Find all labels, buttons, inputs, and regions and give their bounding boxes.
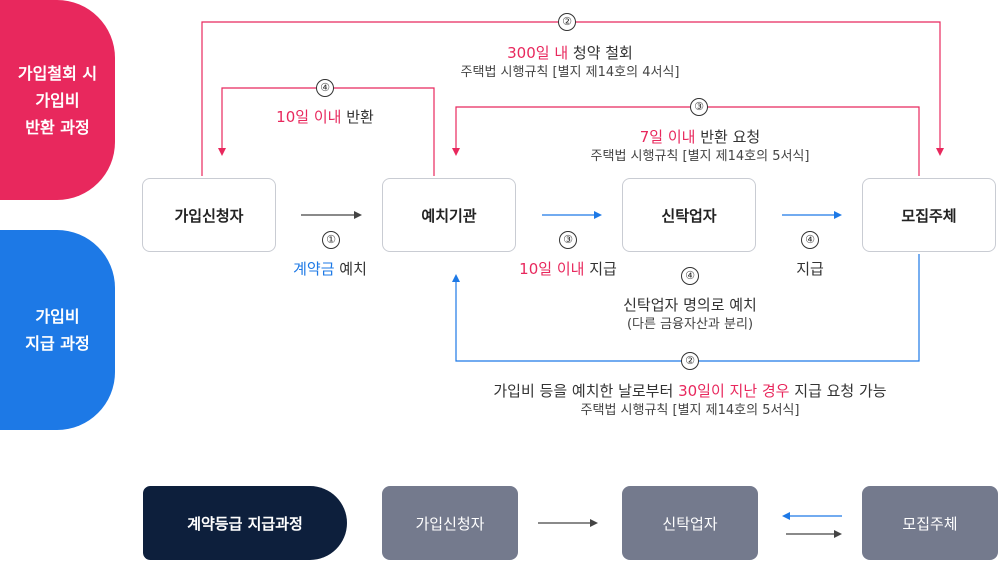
refund-process-text: 가입철회 시 가입비 반환 과정: [17, 63, 98, 137]
payment-process-label: 가입비 지급 과정: [0, 230, 115, 430]
trust-deposit-number: ④: [681, 267, 699, 285]
trust-deposit-note: (다른 금융자산과 분리): [626, 317, 754, 332]
pay-step-4-label: 지급: [796, 260, 824, 278]
pay-step-3-label: 10일 이내 지급: [500, 258, 636, 279]
refund-step-4-label: 10일 이내 반환: [260, 106, 390, 127]
refund-step-4-highlight: 10일 이내: [276, 108, 342, 126]
refund-step-2-highlight: 300일 내: [507, 44, 569, 62]
pay-step-2-number: ②: [681, 352, 699, 370]
pay-step-1-number: ①: [322, 231, 340, 249]
bottom-node-recruiter: 모집주체: [862, 486, 998, 560]
bottom-process-title: 계약등급 지급과정: [143, 486, 347, 560]
refund-step-4-number: ④: [316, 79, 334, 97]
refund-step-2-reference: 주택법 시행규칙 [별지 제14호의 4서식]: [460, 65, 680, 80]
refund-arrow-return: [218, 87, 435, 176]
refund-step-2-number: ②: [558, 13, 576, 31]
pay-step-1-text: 예치: [334, 260, 367, 278]
pay-step-1-label: 계약금 예치: [270, 258, 390, 279]
pay-step-3-highlight: 10일 이내: [519, 260, 585, 278]
pay-step-1-highlight: 계약금: [293, 260, 335, 278]
pay-step-2-text-post: 지급 요청 가능: [789, 382, 887, 400]
pay-step-2-highlight: 30일이 지난 경우: [678, 382, 790, 400]
refund-step-2-label: 300일 내 청약 철회: [470, 42, 670, 63]
bottom-node-applicant: 가입신청자: [382, 486, 518, 560]
payment-process-text: 가입비 지급 과정: [25, 307, 90, 353]
refund-step-3-highlight: 7일 이내: [639, 128, 696, 146]
node-recruiter: 모집주체: [862, 178, 996, 252]
node-trust: 신탁업자: [622, 178, 756, 252]
node-applicant: 가입신청자: [142, 178, 276, 252]
node-depository: 예치기관: [382, 178, 516, 252]
pay-step-4-number: ④: [801, 231, 819, 249]
pay-step-3-number: ③: [559, 231, 577, 249]
pay-step-2-label: 가입비 등을 예치한 날로부터 30일이 지난 경우 지급 요청 가능: [440, 380, 940, 401]
pay-step-3-text: 지급: [584, 260, 617, 278]
refund-process-label: 가입철회 시 가입비 반환 과정: [0, 0, 115, 200]
bottom-node-trust: 신탁업자: [622, 486, 758, 560]
trust-deposit-label: 신탁업자 명의로 예치: [623, 296, 757, 314]
refund-step-3-label: 7일 이내 반환 요청: [610, 126, 790, 147]
refund-step-4-text: 반환: [341, 108, 374, 126]
refund-step-3-reference: 주택법 시행규칙 [별지 제14호의 5서식]: [590, 149, 810, 164]
refund-step-3-text: 반환 요청: [695, 128, 761, 146]
refund-arrow-request: [452, 106, 920, 176]
refund-step-2-text: 청약 철회: [568, 44, 633, 62]
pay-step-2-text-pre: 가입비 등을 예치한 날로부터: [493, 382, 679, 400]
refund-step-3-number: ③: [690, 98, 708, 116]
pay-step-2-reference: 주택법 시행규칙 [별지 제14호의 5서식]: [580, 403, 800, 418]
